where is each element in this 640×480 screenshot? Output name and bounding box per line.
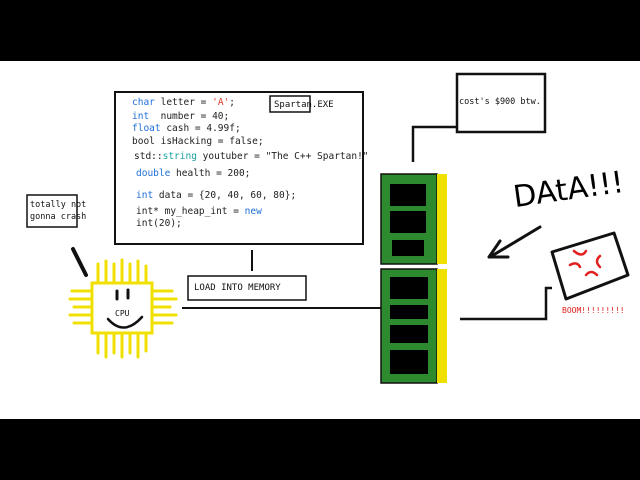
ram-chip xyxy=(390,277,428,299)
ram-chip xyxy=(390,305,428,319)
cost-note-text: cost's $900 btw. xyxy=(459,97,541,107)
canvas-area: char letter = 'A'; int number = 40; floa… xyxy=(0,61,640,419)
anger-icon xyxy=(568,249,602,277)
title-box-frame xyxy=(269,95,311,113)
cpu-chip-body xyxy=(90,281,154,335)
boom-note-frame xyxy=(550,231,630,301)
ram-stick-bottom-edge xyxy=(437,269,447,383)
ram-chip xyxy=(392,240,424,256)
cpu-smile xyxy=(106,315,144,329)
title-box-label: Spartan.EXE xyxy=(274,100,334,110)
cpu-label: CPU xyxy=(115,309,130,318)
cpu-glow xyxy=(68,258,178,359)
code-line: float cash = 4.99f; xyxy=(132,123,241,134)
ram-chip xyxy=(390,211,426,233)
code-line: std::string youtuber = "The C++ Spartan!… xyxy=(134,151,369,162)
boom-label: BOOM!!!!!!!!! xyxy=(562,306,625,315)
crash-note-frame xyxy=(26,194,78,228)
code-line: int data = {20, 40, 60, 80}; xyxy=(136,190,297,201)
code-line: int* my_heap_int = new xyxy=(136,206,262,217)
code-line: int number = 40; xyxy=(132,111,230,122)
load-into-memory-button[interactable]: LOAD INTO MEMORY xyxy=(194,283,281,293)
diagram-drawing xyxy=(26,72,630,384)
ram-chip xyxy=(390,184,426,206)
cost-note-pointer xyxy=(411,125,457,162)
code-window-frame xyxy=(114,91,364,245)
boom-pointer xyxy=(460,286,552,321)
cost-note-frame xyxy=(455,72,547,134)
data-arrow-shaft xyxy=(488,225,542,259)
ram-stick-top-edge xyxy=(437,174,447,264)
code-line: char letter = 'A'; xyxy=(132,97,235,108)
crash-note-pointer xyxy=(71,247,88,277)
ram-chip xyxy=(390,325,428,343)
load-button-frame xyxy=(187,275,307,301)
code-line: bool isHacking = false; xyxy=(132,136,264,147)
code-line: int(20); xyxy=(136,218,182,229)
crash-note-text: totally not gonna crash xyxy=(30,200,87,222)
data-arrow-head xyxy=(487,239,510,259)
ram-chip xyxy=(390,350,428,374)
code-line: double health = 200; xyxy=(136,168,251,179)
